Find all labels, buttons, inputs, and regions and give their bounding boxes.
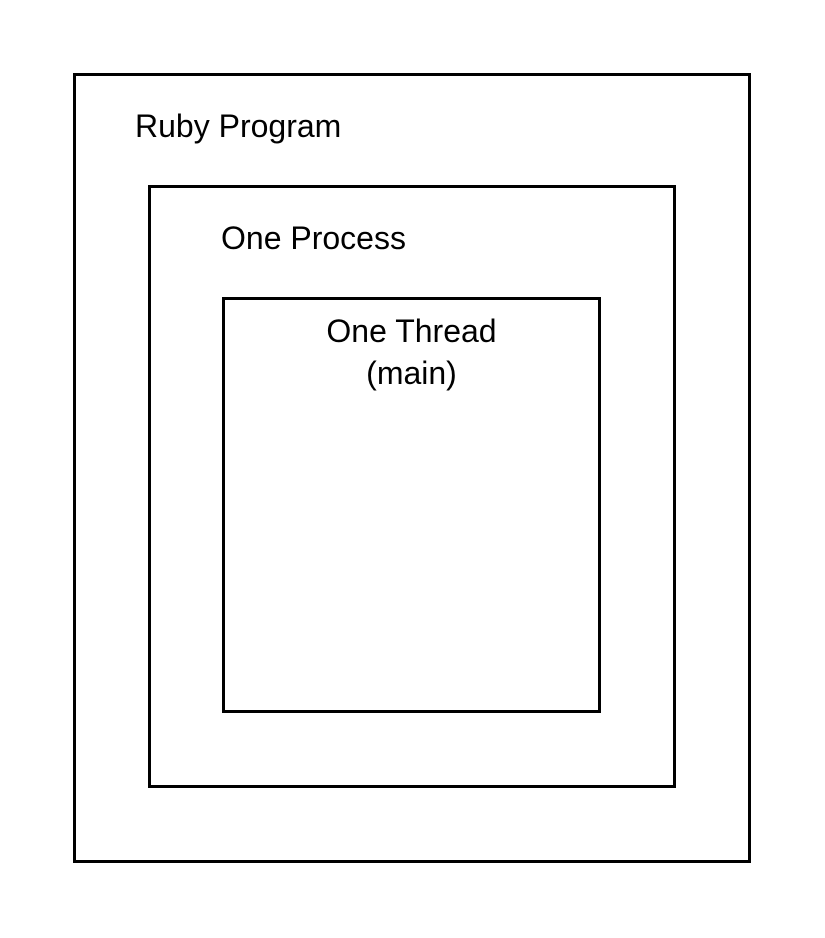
thread-label-line1: One Thread: [326, 313, 497, 349]
thread-box: [222, 297, 601, 713]
ruby-program-box: [73, 73, 751, 863]
process-label: One Process: [221, 220, 406, 256]
thread-label: One Thread (main): [222, 310, 601, 394]
ruby-program-label: Ruby Program: [135, 108, 342, 144]
thread-label-line2: (main): [366, 355, 457, 391]
process-box: [148, 185, 676, 788]
